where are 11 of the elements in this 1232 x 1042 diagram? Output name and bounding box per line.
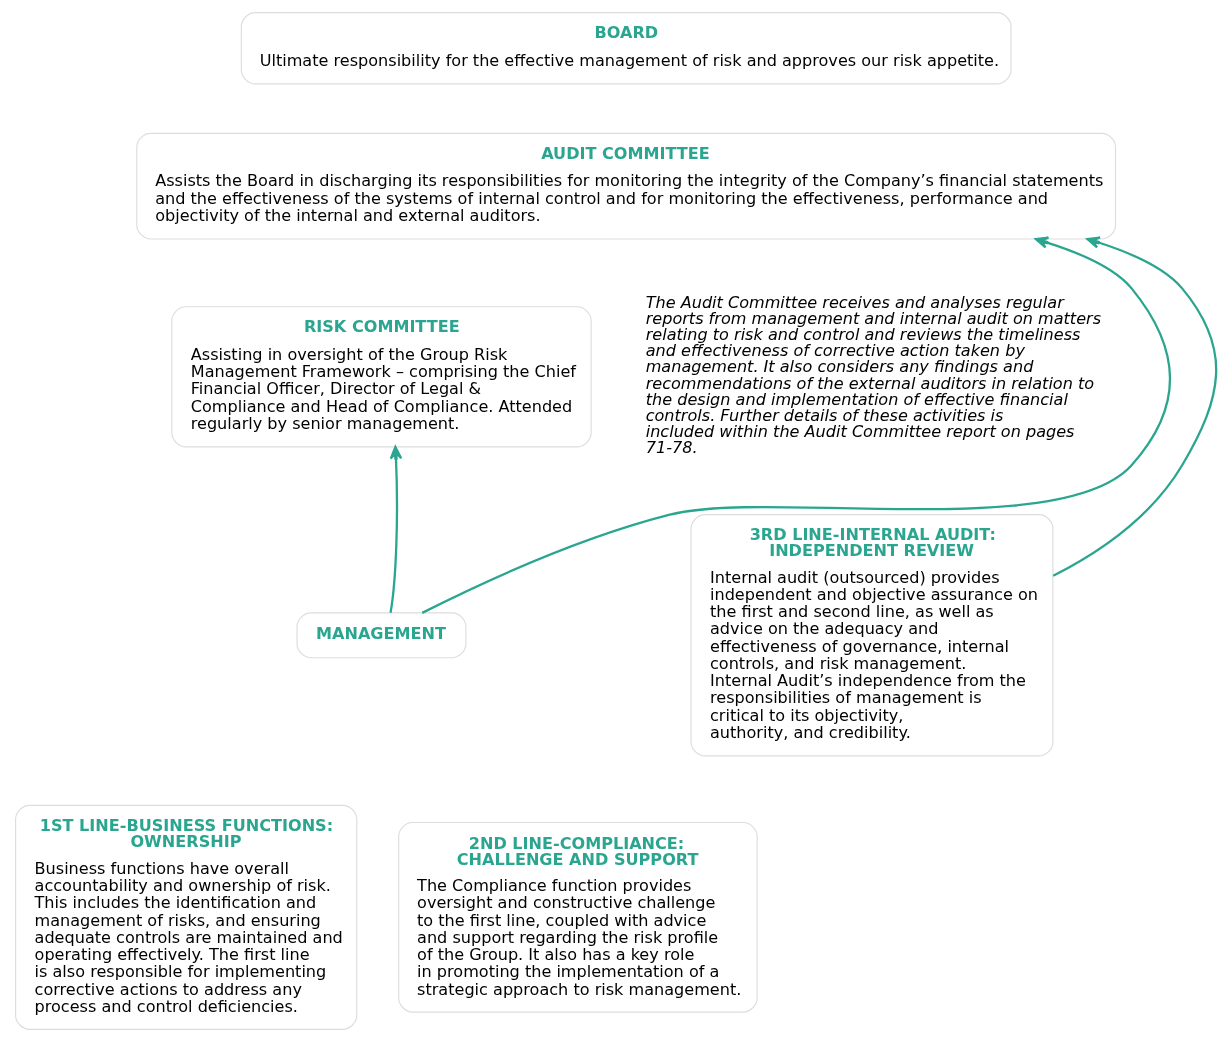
arrow	[1052, 236, 1218, 577]
node-box: 2ND LINE-COMPLIANCE: CHALLENGE AND SUPPORT The Compliance function provides oversight and constructive challenge to the first line, coupled with advice and support regarding the risk profile of the Group. It also has a key role in promoting the implementation of a strategic approach to risk management.	[398, 821, 758, 1013]
node-box: BOARD Ultimate responsibility for the effective management of risk and approves our risk appetite.	[240, 12, 1012, 85]
node-box: MANAGEMENT	[296, 612, 467, 659]
arrow	[421, 236, 1172, 614]
node-box: RISK COMMITTEE Assisting in oversight of the Group Risk Management Framework – comprising the Chief Financial Officer, Director of Legal & Compliance and Head of Compliance. Attended regularly by senior management.	[171, 306, 592, 448]
node-box: 1ST LINE-BUSINESS FUNCTIONS: OWNERSHIP Business functions have overall accountability and ownership of risk. This includes the identification and management of risks, and ensuring adequate controls are maintained and operating effectively. The first line is also responsible for implementing corrective actions to address any process and control deficiencies.	[15, 804, 358, 1030]
node-box: AUDIT COMMITTEE Assists the Board in discharging its responsibilities for monitoring the integrity of the Company’s financial statements and the effectiveness of the systems of internal control and for monitoring the effectiveness, performance and objectivity of the internal and external auditors.	[136, 132, 1117, 240]
label: The Audit Committee receives and analyses regular reports from management and internal audit on matters relating to risk and control and reviews the timeliness and effectiveness of corrective action taken by management. It also considers any findings and recommendations of the external auditors in relation to the design and implementation of effective financial controls. Further details of these activities is included within the Audit Committee report on pages 71-78.	[645, 293, 1102, 457]
arrow	[389, 445, 403, 613]
node-box: 3RD LINE-INTERNAL AUDIT: INDEPENDENT REVIEW Internal audit (outsourced) provides independent and objective assurance on the first and second line, as well as advice on the adequacy and effectiveness of governance, internal controls, and risk management. Internal Audit’s independence from the responsibilities of management is critical to its objectivity, authority, and credibility.	[690, 514, 1054, 757]
